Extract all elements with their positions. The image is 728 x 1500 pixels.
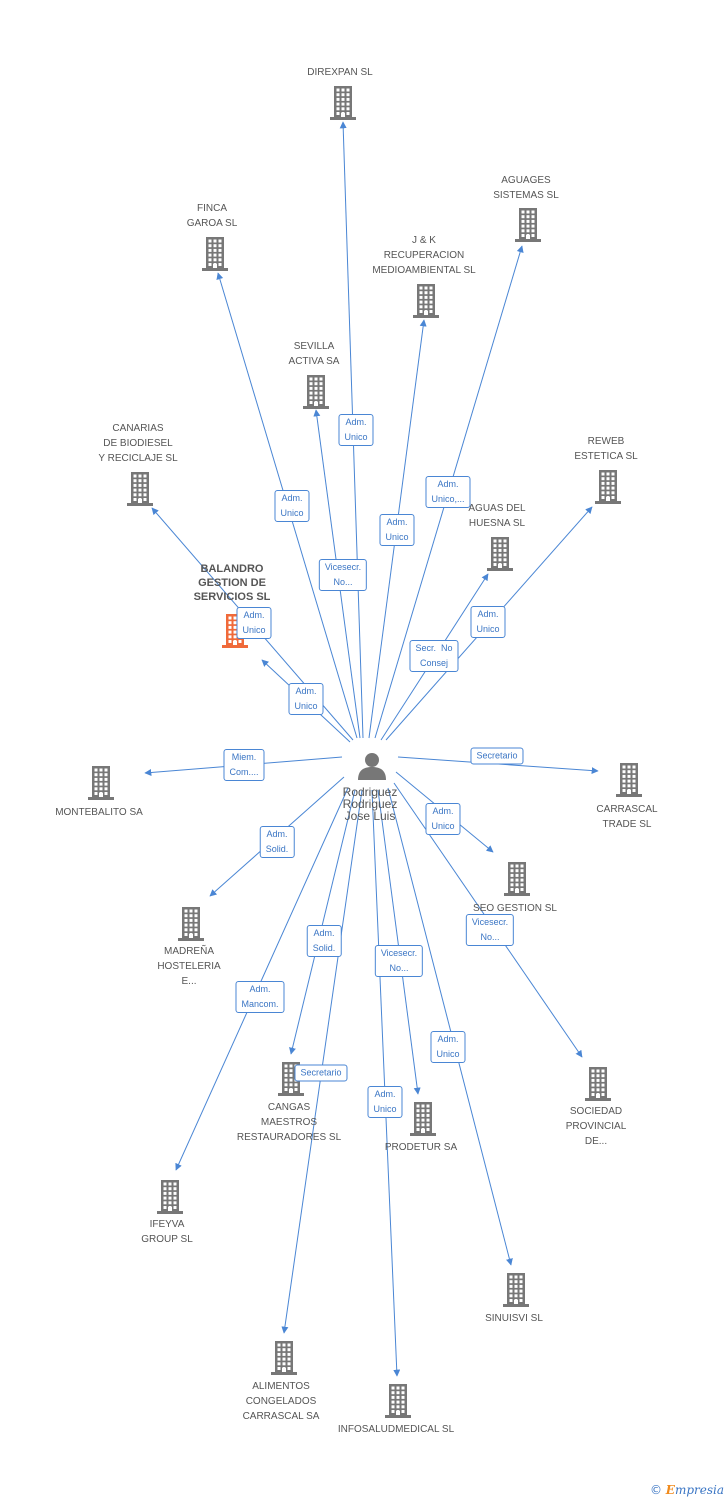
building-icon[interactable]	[513, 208, 543, 247]
edge-prodetur	[377, 789, 421, 1095]
edge-cangas	[289, 789, 356, 1055]
company-label-seo[interactable]: SEO GESTION SL	[473, 903, 557, 914]
company-label-reweb[interactable]: REWEB ESTETICA SL	[574, 436, 638, 462]
edge-label-aguas[interactable]: Secr. No Consej	[409, 640, 459, 672]
edge-label-ifeyva[interactable]: Adm. Mancom.	[235, 981, 285, 1013]
edge-label-seo[interactable]: Adm. Unico	[425, 803, 461, 835]
logo-text: mpresia	[674, 1483, 724, 1497]
building-icon[interactable]	[176, 907, 206, 946]
company-label-sevilla[interactable]: SEVILLA ACTIVA SA	[288, 341, 340, 367]
company-label-balandro[interactable]: BALANDRO GESTION DE SERVICIOS SL	[193, 563, 271, 603]
company-label-infosalud[interactable]: INFOSALUDMEDICAL SL	[337, 1424, 455, 1435]
edges-layer	[144, 121, 599, 1377]
building-icon[interactable]	[411, 284, 441, 323]
person-icon[interactable]	[357, 752, 387, 785]
building-icon[interactable]	[301, 375, 331, 414]
company-label-ifeyva[interactable]: IFEYVA GROUP SL	[141, 1219, 193, 1245]
building-icon[interactable]	[614, 763, 644, 802]
company-label-aguages[interactable]: AGUAGES SISTEMAS SL	[493, 175, 559, 201]
edge-label-madrena[interactable]: Adm. Solid.	[259, 826, 295, 858]
company-label-alimentos[interactable]: ALIMENTOS CONGELADOS CARRASCAL SA	[242, 1381, 320, 1422]
company-label-prodetur[interactable]: PRODETUR SA	[384, 1142, 458, 1153]
building-icon[interactable]	[583, 1067, 613, 1106]
building-icon[interactable]	[485, 537, 515, 576]
company-label-carrascal[interactable]: CARRASCAL TRADE SL	[596, 804, 658, 830]
edge-infosalud	[371, 789, 401, 1377]
edge-label-prodetur[interactable]: Vicesecr. No...	[374, 945, 424, 977]
edge-label-canarias[interactable]: Adm. Unico	[236, 607, 272, 639]
edge-sinuisvi	[387, 787, 513, 1266]
building-icon[interactable]	[502, 862, 532, 901]
edge-label-montebalito[interactable]: Miem. Com....	[223, 749, 265, 781]
edge-label-carrascal[interactable]: Secretario	[470, 747, 524, 765]
edge-label-sevilla[interactable]: Vicesecr. No...	[318, 559, 368, 591]
center-person-label[interactable]: Rodriguez Rodriguez Jose Luis	[342, 785, 398, 823]
building-icon[interactable]	[155, 1180, 185, 1219]
company-label-finca[interactable]: FINCA GAROA SL	[186, 203, 238, 229]
company-label-direxpan[interactable]: DIREXPAN SL	[307, 67, 373, 78]
edge-label-jk[interactable]: Adm. Unico	[379, 514, 415, 546]
company-label-madrena[interactable]: MADREÑA HOSTELERIA E...	[157, 946, 221, 987]
edge-label-finca[interactable]: Adm. Unico	[274, 490, 310, 522]
building-icon[interactable]	[408, 1102, 438, 1141]
edge-label-cangas[interactable]: Adm. Solid.	[306, 925, 342, 957]
company-label-sociedad[interactable]: SOCIEDAD PROVINCIAL DE...	[565, 1106, 627, 1147]
company-label-aguas[interactable]: AGUAS DEL HUESNA SL	[468, 503, 526, 529]
company-label-jk[interactable]: J & K RECUPERACION MEDIOAMBIENTAL SL	[372, 235, 476, 276]
building-icon[interactable]	[200, 237, 230, 276]
building-icon[interactable]	[86, 766, 116, 805]
edge-label-alimentos[interactable]: Secretario	[294, 1064, 348, 1082]
edge-label-sinuisvi[interactable]: Adm. Unico	[430, 1031, 466, 1063]
logo-letter: E	[665, 1483, 675, 1497]
building-icon[interactable]	[383, 1384, 413, 1423]
edge-label-reweb[interactable]: Adm. Unico	[470, 606, 506, 638]
company-label-cangas[interactable]: CANGAS MAESTROS RESTAURADORES SL	[236, 1102, 342, 1143]
company-label-canarias[interactable]: CANARIAS DE BIODIESEL Y RECICLAJE SL	[98, 423, 178, 464]
edge-label-infosalud[interactable]: Adm. Unico	[367, 1086, 403, 1118]
edge-label-aguages[interactable]: Adm. Unico,...	[425, 476, 471, 508]
edge-alimentos	[281, 789, 363, 1334]
building-icon[interactable]	[125, 472, 155, 511]
edge-ifeyva	[175, 787, 349, 1171]
company-label-sinuisvi[interactable]: SINUISVI SL	[485, 1313, 543, 1324]
edge-label-sociedad[interactable]: Vicesecr. No...	[465, 914, 515, 946]
company-label-montebalito[interactable]: MONTEBALITO SA	[55, 807, 143, 818]
building-icon[interactable]	[328, 86, 358, 125]
building-icon[interactable]	[269, 1341, 299, 1380]
copyright-symbol: ©	[649, 1483, 662, 1497]
edge-label-balandro[interactable]: Adm. Unico	[288, 683, 324, 715]
building-icon[interactable]	[501, 1273, 531, 1312]
edge-label-direxpan[interactable]: Adm. Unico	[338, 414, 374, 446]
empresia-logo[interactable]: © Empresia	[650, 1483, 724, 1497]
building-icon[interactable]	[593, 470, 623, 509]
